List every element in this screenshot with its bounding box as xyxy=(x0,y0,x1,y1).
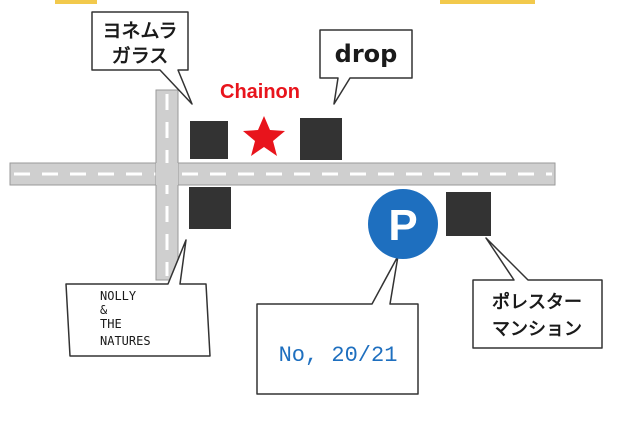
parking-symbol: P xyxy=(388,201,417,250)
callout-nolly: NOLLY & THE NATURES xyxy=(65,239,211,357)
building-drop xyxy=(300,118,342,160)
road-intersection xyxy=(156,163,178,185)
label-drop: drop xyxy=(335,40,398,68)
top-strip-right xyxy=(440,0,535,4)
label-nolly-line2: & xyxy=(100,303,108,317)
building-polestar xyxy=(446,192,491,236)
building-nolly xyxy=(189,187,231,229)
shop-name-chainon: Chainon xyxy=(220,81,300,103)
label-nolly-line1: NOLLY xyxy=(100,289,137,303)
label-parking-number: No, 20/21 xyxy=(279,343,398,368)
horizontal-road xyxy=(9,162,556,186)
label-polestar-line2: マンション xyxy=(492,319,582,340)
callout-drop: drop xyxy=(319,29,413,105)
top-strip-left xyxy=(55,0,97,4)
callout-polestar: ポレスター マンション xyxy=(472,237,603,349)
building-yonemura xyxy=(190,121,228,159)
callout-yonemura: ヨネムラ ガラス xyxy=(91,11,193,105)
label-polestar-line1: ポレスター xyxy=(492,291,582,313)
label-yonemura-line2: ガラス xyxy=(112,45,169,67)
parking-icon: P xyxy=(368,189,438,259)
label-nolly-line3: THE xyxy=(100,317,122,331)
callout-parking: No, 20/21 xyxy=(256,255,419,395)
label-yonemura-line1: ヨネムラ xyxy=(102,20,177,42)
star-icon xyxy=(243,116,285,156)
label-nolly-line4: NATURES xyxy=(100,334,151,348)
